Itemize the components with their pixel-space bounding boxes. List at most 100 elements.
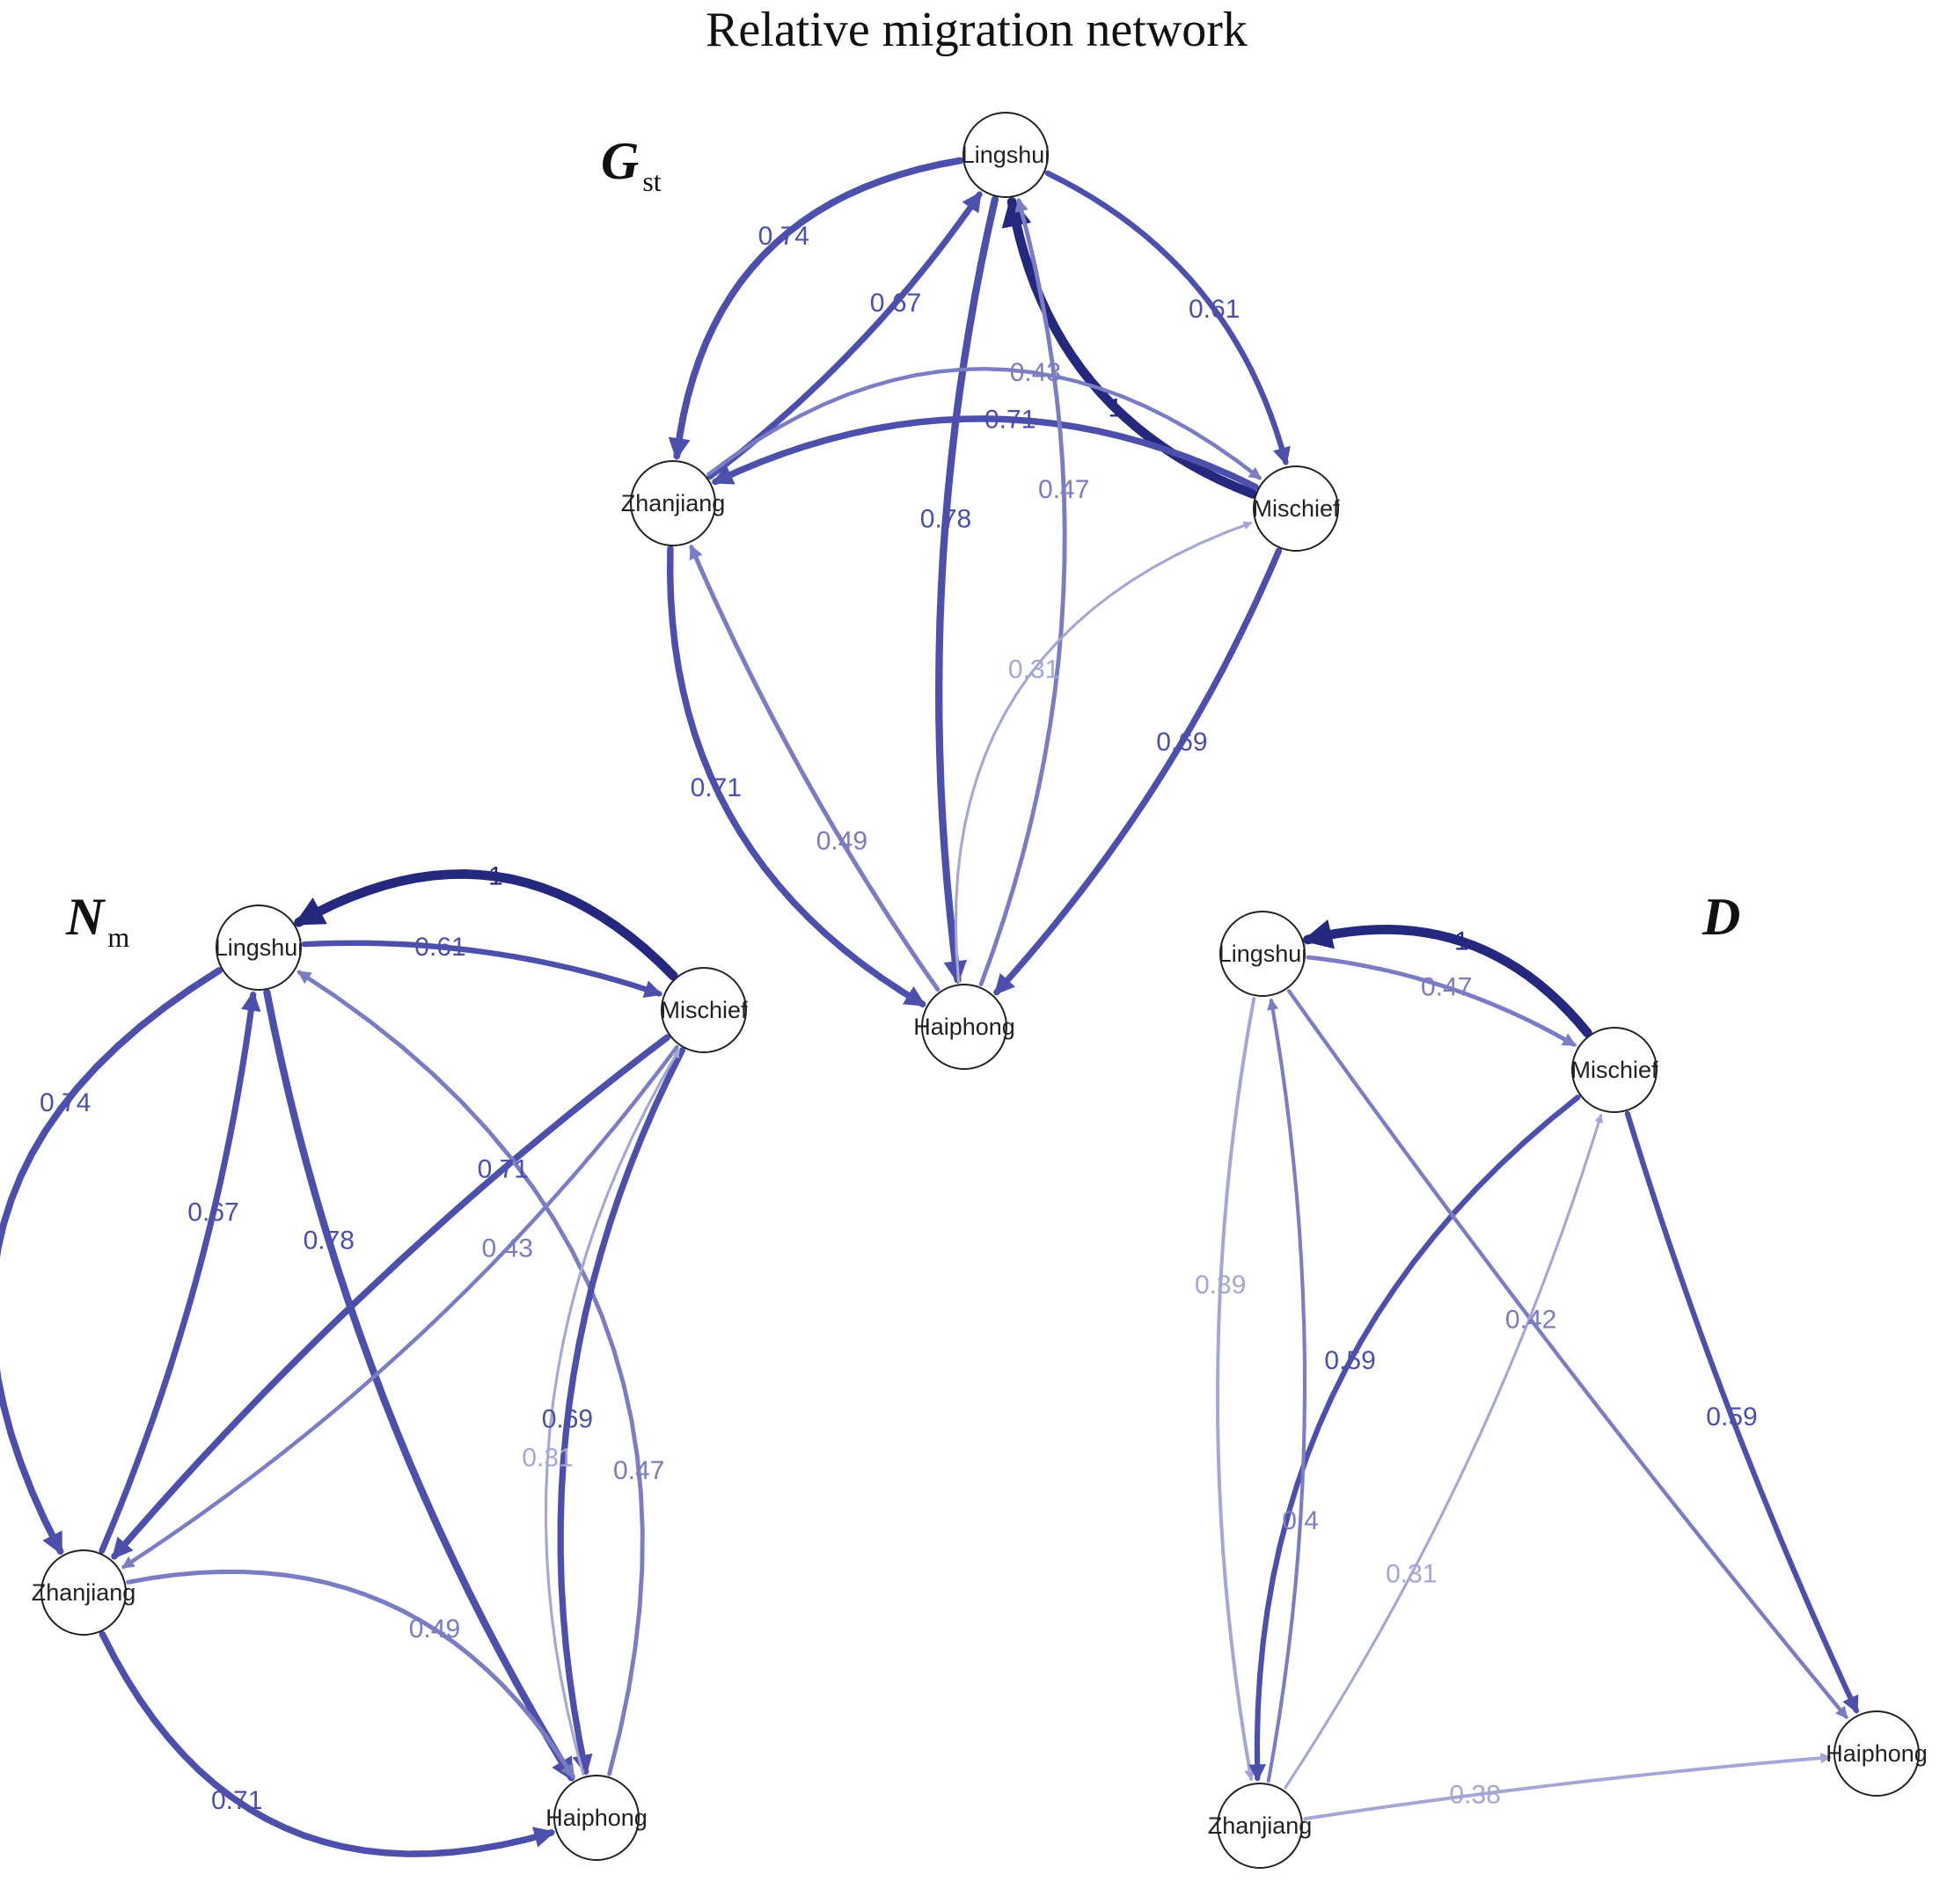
edge-lingshui-to-haiphong xyxy=(263,988,575,1782)
node-label: Zhanjiang xyxy=(32,1579,136,1606)
node-zhanjiang: Zhanjiang xyxy=(621,460,726,546)
edge-haiphong-to-lingshui xyxy=(296,970,645,1776)
edge-haiphong-to-zhanjiang xyxy=(689,544,940,992)
edge-label-lingshui-to-mischief: 0.47 xyxy=(1421,973,1472,1002)
edge-lingshui-to-mischief xyxy=(1306,955,1577,1047)
node-label: Lingshui xyxy=(215,934,304,961)
edge-label-haiphong-to-lingshui: 0.47 xyxy=(1038,475,1089,504)
node-mischief: Mischief xyxy=(1252,465,1340,552)
edge-label-zhanjiang-to-haiphong: 0.38 xyxy=(1449,1780,1500,1809)
node-zhanjiang: Zhanjiang xyxy=(32,1549,136,1636)
edge-zhanjiang-to-haiphong xyxy=(126,1569,575,1779)
edge-label-lingshui-to-mischief: 0.61 xyxy=(414,933,465,962)
edge-label-mischief-to-zhanjiang: 0.71 xyxy=(984,405,1036,434)
edge-label-lingshui-to-zhanjiang: 0.74 xyxy=(40,1088,91,1117)
node-circle xyxy=(921,984,1007,1070)
node-label: Mischief xyxy=(660,997,748,1023)
node-lingshui: Lingshui xyxy=(962,112,1050,198)
node-lingshui: Lingshui xyxy=(215,904,304,991)
node-circle xyxy=(216,904,302,991)
gst-edges: 0.7410.670.710.610.780.490.430.470.690.7… xyxy=(666,157,1291,1007)
edge-mischief-to-lingshui xyxy=(1301,919,1592,1038)
node-mischief: Mischief xyxy=(660,967,748,1053)
edge-mischief-to-lingshui xyxy=(293,869,678,981)
edge-label-mischief-to-haiphong: 0.69 xyxy=(542,1405,593,1434)
edge-mischief-to-zhanjiang xyxy=(121,1044,679,1570)
d-panel-label: D xyxy=(1702,888,1740,946)
node-label: Haiphong xyxy=(1826,1740,1928,1767)
d-network-panel: D 10.470.390.590.40.420.590.310.38 Lings… xyxy=(1195,888,1928,1869)
edge-zhanjiang-to-mischief xyxy=(706,366,1262,480)
gst-panel-label-main: G xyxy=(601,132,639,190)
edge-mischief-to-zhanjiang xyxy=(1248,1095,1581,1783)
edge-label-lingshui-to-zhanjiang: 0.74 xyxy=(758,222,809,251)
node-label: Zhanjiang xyxy=(621,490,726,516)
edge-mischief-to-haiphong xyxy=(557,1047,685,1776)
edge-lingshui-to-mischief xyxy=(1044,170,1291,466)
nm-panel-label-sub: m xyxy=(107,921,129,953)
edge-lingshui-to-zhanjiang xyxy=(668,157,964,461)
edge-haiphong-to-mischief xyxy=(954,521,1253,983)
edge-label-lingshui-to-haiphong: 0.42 xyxy=(1505,1306,1556,1335)
edge-mischief-to-haiphong xyxy=(1624,1110,1860,1714)
edge-mischief-to-lingshui xyxy=(1001,195,1258,499)
edge-label-zhanjiang-to-lingshui: 0.67 xyxy=(870,289,921,318)
node-mischief: Mischief xyxy=(1570,1027,1658,1113)
edge-mischief-to-zhanjiang xyxy=(111,1034,671,1560)
gst-panel-label-sub: st xyxy=(642,165,661,197)
edge-label-mischief-to-haiphong: 0.59 xyxy=(1706,1402,1757,1432)
edge-zhanjiang-to-lingshui xyxy=(1266,998,1307,1783)
node-haiphong: Haiphong xyxy=(913,984,1015,1070)
edge-zhanjiang-to-haiphong xyxy=(99,1630,556,1857)
edge-label-zhanjiang-to-haiphong: 0.49 xyxy=(409,1615,460,1644)
node-label: Haiphong xyxy=(913,1014,1015,1040)
edge-mischief-to-zhanjiang xyxy=(711,415,1259,491)
edge-lingshui-to-mischief xyxy=(301,940,663,999)
edge-lingshui-to-haiphong xyxy=(935,195,999,985)
edge-label-mischief-to-haiphong: 0.69 xyxy=(1156,728,1207,757)
edge-label-mischief-to-lingshui: 1 xyxy=(1108,393,1123,422)
edge-haiphong-to-lingshui xyxy=(978,197,1067,987)
edge-label-mischief-to-zhanjiang: 0.71 xyxy=(478,1154,529,1183)
edge-zhanjiang-to-mischief xyxy=(1284,1113,1603,1790)
node-label: Mischief xyxy=(1570,1057,1658,1083)
edge-label-lingshui-to-zhanjiang: 0.39 xyxy=(1195,1271,1246,1300)
nm-edges: 10.740.610.710.670.780.470.690.430.490.7… xyxy=(0,862,685,1857)
edge-zhanjiang-to-haiphong xyxy=(666,546,926,1007)
node-circle xyxy=(1219,911,1306,997)
node-circle xyxy=(1833,1710,1920,1797)
node-label: Lingshui xyxy=(1219,941,1307,967)
edge-label-lingshui-to-haiphong: 0.78 xyxy=(920,504,971,533)
node-circle xyxy=(661,967,747,1053)
nm-panel-label-main: N xyxy=(65,888,106,946)
edge-label-mischief-to-zhanjiang: 0.43 xyxy=(482,1234,533,1263)
node-circle xyxy=(962,112,1049,198)
node-label: Zhanjiang xyxy=(1208,1812,1313,1839)
edge-label-lingshui-to-haiphong: 0.78 xyxy=(304,1227,355,1256)
figure-title: Relative migration network xyxy=(706,3,1248,57)
node-circle xyxy=(1571,1027,1658,1113)
edge-label-zhanjiang-to-lingshui: 0.4 xyxy=(1282,1506,1319,1535)
edge-label-haiphong-to-mischief: 0.31 xyxy=(1008,655,1059,684)
edge-label-zhanjiang-to-haiphong: 0.71 xyxy=(691,773,742,802)
d-panel-label-main: D xyxy=(1702,888,1740,946)
node-haiphong: Haiphong xyxy=(1826,1710,1928,1797)
node-lingshui: Lingshui xyxy=(1219,911,1307,997)
node-circle xyxy=(1217,1783,1303,1869)
node-zhanjiang: Zhanjiang xyxy=(1208,1783,1313,1869)
edge-zhanjiang-to-haiphong xyxy=(1303,1752,1832,1821)
edge-label-zhanjiang-to-lingshui: 0.67 xyxy=(187,1197,238,1227)
edge-label-zhanjiang-to-mischief: 0.43 xyxy=(1010,358,1061,387)
edge-mischief-to-haiphong xyxy=(993,547,1283,996)
edge-label-lingshui-to-mischief: 0.61 xyxy=(1189,295,1240,324)
node-label: Lingshui xyxy=(962,142,1050,168)
node-label: Haiphong xyxy=(545,1805,648,1831)
edge-zhanjiang-to-lingshui xyxy=(99,991,261,1554)
node-circle xyxy=(553,1775,640,1861)
